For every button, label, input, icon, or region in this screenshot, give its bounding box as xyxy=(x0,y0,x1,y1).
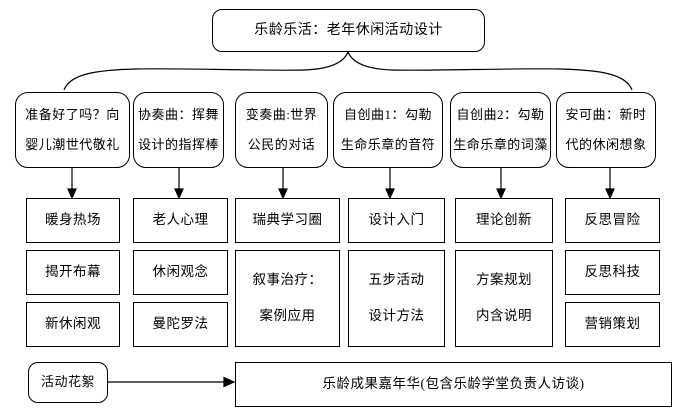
branch-label-line: 生命乐章的词藻 xyxy=(453,136,548,152)
child-node: 揭开布幕 xyxy=(26,250,120,295)
child-node-label: 休闲观念 xyxy=(152,264,209,280)
child-node: 反思冒险 xyxy=(565,198,660,243)
branch-label-line: 自创曲2：勾勒 xyxy=(456,107,545,123)
branch-arrows xyxy=(67,168,615,200)
child-node-label: 曼陀罗法 xyxy=(152,316,209,332)
child-node: 设计入门 xyxy=(348,198,445,243)
branch-node-4: 自创曲1：勾勒 生命乐章的音符 xyxy=(333,92,443,168)
footer-target-node: 乐龄成果嘉年华(包含乐龄学堂负责人访谈) xyxy=(235,362,672,407)
child-node-label: 反思冒险 xyxy=(584,212,641,228)
child-node-label: 内含说明 xyxy=(476,308,532,324)
branch-label-line: 变奏曲:世界 xyxy=(245,107,318,123)
child-node: 方案规划 内含说明 xyxy=(455,250,553,347)
branch-label-line: 婴儿潮世代敬礼 xyxy=(25,136,120,152)
branch-label-line: 代的休闲想象 xyxy=(565,136,647,152)
child-node: 叙事治疗： 案例应用 xyxy=(235,250,340,347)
branch-label-line: 生命乐章的音符 xyxy=(340,136,436,152)
child-node-label: 案例应用 xyxy=(259,308,316,324)
footer-source-node: 活动花絮 xyxy=(28,362,108,403)
branch-node-6: 安可曲：新时 代的休闲想象 xyxy=(556,92,656,168)
branch-label-line: 准备好了吗？向 xyxy=(25,107,120,123)
child-node-label: 老人心理 xyxy=(152,212,209,228)
root-node-label: 乐龄乐活：老年休闲活动设计 xyxy=(254,22,443,38)
branch-label-line: 协奏曲：挥舞 xyxy=(137,107,219,123)
child-node: 老人心理 xyxy=(133,198,228,243)
child-node-label: 揭开布幕 xyxy=(45,264,101,280)
branch-node-3: 变奏曲:世界 公民的对话 xyxy=(235,92,328,168)
root-node: 乐龄乐活：老年休闲活动设计 xyxy=(212,9,485,52)
child-node-label: 五步活动 xyxy=(368,271,425,287)
branch-node-1: 准备好了吗？向 婴儿潮世代敬礼 xyxy=(15,92,130,168)
child-node: 曼陀罗法 xyxy=(133,302,228,347)
child-node: 休闲观念 xyxy=(133,250,228,295)
branch-label-line: 自创曲1：勾勒 xyxy=(343,107,432,123)
child-node-label: 设计入门 xyxy=(368,212,425,228)
child-node: 新休闲观 xyxy=(26,302,120,347)
child-node-label: 设计方法 xyxy=(368,308,425,324)
child-node: 营销策划 xyxy=(565,302,660,347)
child-node: 五步活动 设计方法 xyxy=(348,250,445,347)
fan-curve-left xyxy=(63,51,349,91)
branch-label-line: 公民的对话 xyxy=(247,136,316,152)
child-node: 瑞典学习圈 xyxy=(235,198,340,243)
branch-node-5: 自创曲2：勾勒 生命乐章的词藻 xyxy=(450,92,551,168)
branch-label-line: 设计的指挥棒 xyxy=(137,136,219,152)
footer-arrow xyxy=(108,376,236,388)
child-node-label: 新休闲观 xyxy=(45,316,101,332)
child-node: 暖身热场 xyxy=(26,198,120,243)
child-node-label: 营销策划 xyxy=(584,316,641,332)
branch-label-line: 安可曲：新时 xyxy=(565,107,647,123)
child-node-label: 理论创新 xyxy=(476,212,532,228)
child-node-label: 反思科技 xyxy=(584,264,641,280)
child-node: 理论创新 xyxy=(455,198,553,243)
footer-source-label: 活动花絮 xyxy=(40,374,95,390)
child-node-label: 瑞典学习圈 xyxy=(252,212,323,228)
child-node-label: 叙事治疗： xyxy=(252,271,323,287)
child-node-label: 暖身热场 xyxy=(45,212,101,228)
child-node: 反思科技 xyxy=(565,250,660,295)
child-node-label: 方案规划 xyxy=(476,271,532,287)
fan-curve-right xyxy=(347,51,633,91)
footer-target-label: 乐龄成果嘉年华(包含乐龄学堂负责人访谈) xyxy=(322,376,585,392)
branch-node-2: 协奏曲：挥舞 设计的指挥棒 xyxy=(133,92,224,168)
